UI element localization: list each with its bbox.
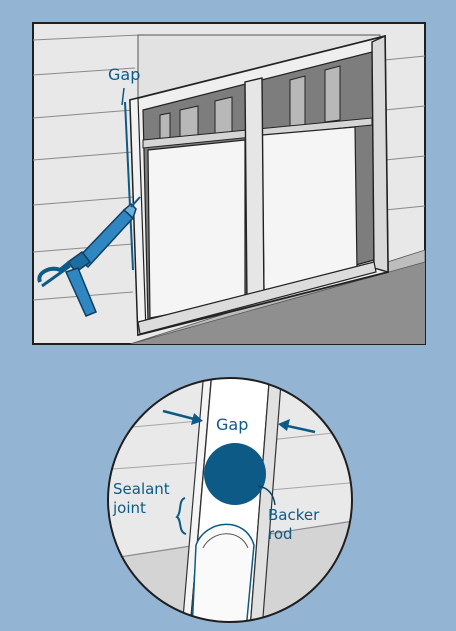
detail-gap-label: Gap: [216, 415, 248, 434]
left-glass-pane: [148, 140, 245, 318]
backer-rod: [204, 443, 266, 505]
sealant-joint-label-line2: joint: [112, 499, 146, 517]
window-illustration-panel: Gap: [33, 23, 425, 344]
sealant-joint-label-line1: Sealant: [113, 480, 170, 498]
backer-rod-label-line2: rod: [268, 525, 293, 543]
sealant-detail-view: Gap Sealant joint Backer rod: [100, 370, 360, 631]
backer-rod-label-line1: Backer: [268, 506, 320, 524]
top-gap-label: Gap: [108, 65, 140, 84]
sealant-bead: [192, 524, 254, 630]
right-glass-pane: [262, 127, 357, 290]
